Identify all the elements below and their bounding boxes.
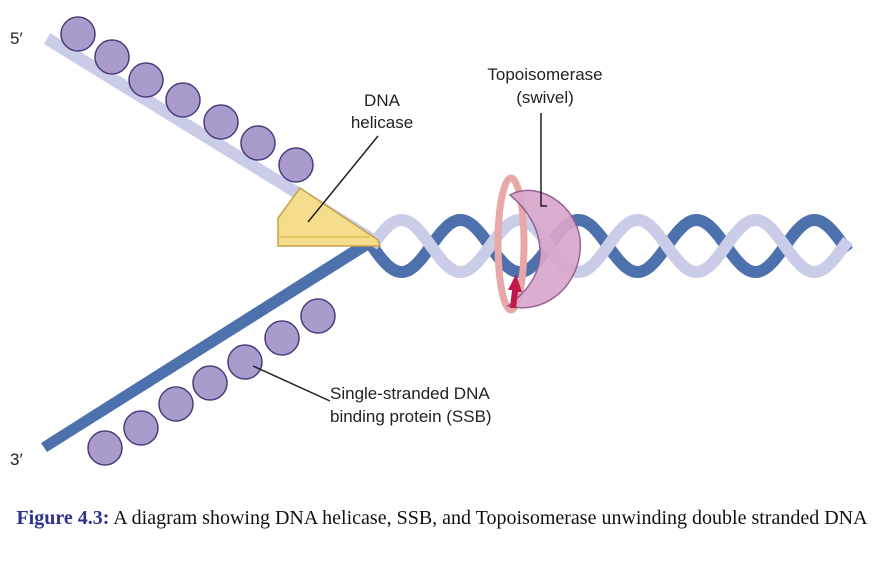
ssb-protein [165, 82, 201, 118]
ssb-protein [278, 147, 314, 183]
figure-caption-text: A diagram showing DNA helicase, SSB, and… [113, 507, 868, 529]
rotation-arrow-icon [508, 274, 522, 308]
ssb-label-line-2: binding protein (SSB) [330, 407, 492, 426]
topoisomerase-ring [494, 174, 528, 314]
helicase-label-line-1: DNA [364, 91, 401, 110]
ssb-protein [94, 39, 130, 75]
ssb-protein [192, 365, 228, 401]
helix-strand-light [367, 213, 853, 279]
dna-helicase-wedge [277, 186, 382, 247]
ssb-protein [60, 16, 96, 52]
ssb-protein [240, 125, 276, 161]
topoisomerase-label-line-1: Topoisomerase [487, 65, 602, 84]
ssb-protein [203, 104, 239, 140]
figure-number: Figure 4.3: [16, 507, 110, 529]
topoisomerase-leader-line [540, 113, 547, 207]
five-prime-label: 5′ [10, 29, 23, 48]
ssb-protein [227, 344, 263, 380]
ssb-label-line-1: Single-stranded DNA [330, 384, 490, 403]
ssb-protein [128, 62, 164, 98]
ssb-protein [123, 410, 159, 446]
ssb-proteins [60, 16, 336, 466]
topoisomerase-body [506, 189, 581, 309]
ssb-leader-line [252, 365, 331, 402]
figure-caption: Figure 4.3: A diagram showing DNA helica… [0, 506, 884, 530]
dna-unwinding-diagram: 5′ 3′ DNA helicase Topoisomerase (swivel… [10, 16, 853, 469]
helicase-label-line-2: helicase [351, 113, 413, 132]
three-prime-label: 3′ [10, 450, 23, 469]
bottom-single-strand [41, 236, 375, 452]
topoisomerase-label-line-2: (swivel) [516, 88, 574, 107]
ssb-protein [87, 430, 123, 466]
topoisomerase-swivel [494, 174, 581, 314]
ssb-protein [300, 298, 336, 334]
ssb-protein [264, 320, 300, 356]
helicase-leader-line [307, 135, 379, 223]
double-helix-light-strand [367, 213, 853, 279]
ssb-protein [158, 386, 194, 422]
